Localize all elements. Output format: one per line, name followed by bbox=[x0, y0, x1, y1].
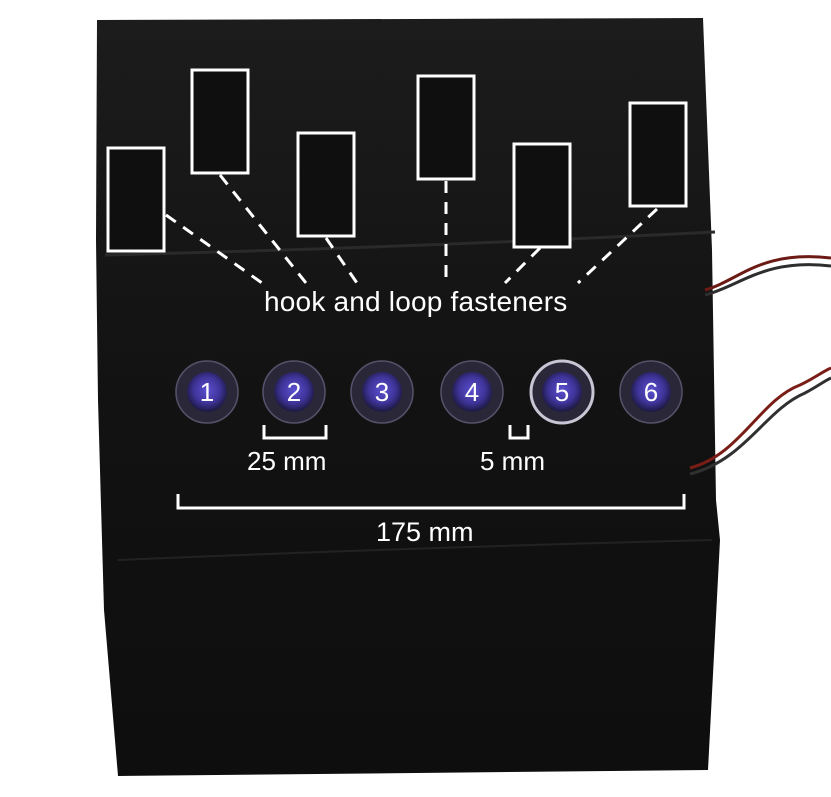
bracket-25mm bbox=[262, 425, 328, 440]
dimension-label-gap: 25 mm bbox=[247, 446, 327, 476]
fabric-fold-lower bbox=[117, 539, 713, 561]
fabric-fold bbox=[104, 230, 716, 257]
bracket-175mm bbox=[176, 494, 686, 510]
fastener-box-3 bbox=[296, 131, 356, 238]
fastener-box-2 bbox=[190, 68, 250, 175]
sensor-button bbox=[631, 372, 671, 412]
sensor-buttons bbox=[171, 356, 687, 428]
fastener-box-5 bbox=[512, 142, 572, 249]
leader-lines bbox=[165, 174, 659, 285]
sensor-button bbox=[274, 372, 314, 412]
sensor-number: 4 bbox=[464, 377, 480, 407]
sensor-button bbox=[452, 372, 492, 412]
sensor-number: 2 bbox=[286, 377, 302, 407]
fasteners-label: hook and loop fasteners bbox=[264, 286, 568, 317]
sensor-button bbox=[362, 372, 402, 412]
dimension-brackets bbox=[176, 425, 686, 510]
sensor-number: 1 bbox=[199, 377, 215, 407]
dimension-label-small: 5 mm bbox=[480, 446, 545, 476]
sensor-number: 6 bbox=[643, 377, 659, 407]
cables bbox=[689, 255, 831, 476]
sensor-number: 5 bbox=[554, 377, 570, 407]
sensor-button bbox=[542, 372, 582, 412]
sensor-button bbox=[187, 372, 227, 412]
fastener-box-6 bbox=[628, 101, 688, 208]
bracket-5mm bbox=[508, 425, 530, 440]
fastener-boxes bbox=[106, 68, 688, 253]
fastener-box-4 bbox=[416, 74, 476, 181]
dimension-label-total: 175 mm bbox=[376, 517, 474, 547]
sensor-number: 3 bbox=[374, 377, 390, 407]
fastener-box-1 bbox=[106, 146, 166, 253]
